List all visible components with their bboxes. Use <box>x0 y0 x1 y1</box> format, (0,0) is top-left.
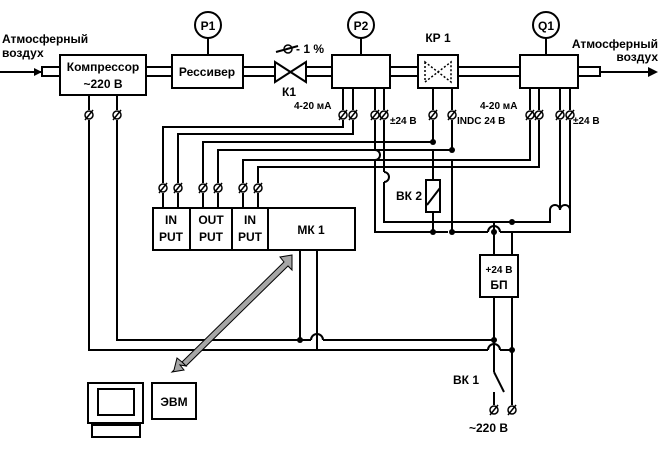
mk1-controller: IN PUT OUT PUT IN PUT МК 1 <box>152 207 356 251</box>
input1-label-1: IN <box>165 213 177 227</box>
terminals <box>84 109 575 416</box>
input2-label-1: IN <box>244 213 256 227</box>
receiver-label: Рессивер <box>179 65 235 79</box>
valve-k1: - 1 % К1 <box>274 42 324 99</box>
input1-label-2: PUT <box>159 230 184 244</box>
evm-label: ЭВМ <box>160 395 187 409</box>
p1-label: P1 <box>201 19 216 33</box>
psu-label: БП <box>490 278 507 292</box>
k1-tolerance: - 1 % <box>296 42 324 56</box>
kp1-label: КР 1 <box>425 31 451 45</box>
vk2-switch: ВК 2 <box>396 179 441 213</box>
compressor-label: Компрессор <box>67 60 139 74</box>
vk1-label: ВК 1 <box>453 373 479 387</box>
mains-label: ~220 В <box>469 421 508 435</box>
air-in-label-1: Атмосферный <box>2 32 88 46</box>
output-label-1: OUT <box>198 213 224 227</box>
psu-voltage: +24 В <box>486 265 513 276</box>
q1-label: Q1 <box>538 19 554 33</box>
k1-label: К1 <box>282 85 296 99</box>
q1-sensor-block: Q1 4-20 мА ±24 В <box>480 11 600 127</box>
q1-signal-label: 4-20 мА <box>480 101 517 112</box>
data-link-arrow <box>170 254 293 373</box>
compressor-voltage: ~220 В <box>83 77 122 91</box>
p2-power-label: ±24 В <box>390 116 417 127</box>
p2-sensor-block: P2 4-20 мА ±24 В <box>294 11 417 127</box>
junction-dots <box>297 139 515 353</box>
p2-label: P2 <box>354 19 369 33</box>
q1-power-label: ±24 В <box>573 116 600 127</box>
air-out-label-1: Атмосферный <box>572 37 658 51</box>
evm-block: ЭВМ <box>151 382 197 420</box>
kp1-power-label: INDC 24 В <box>457 116 505 127</box>
p2-signal-label: 4-20 мА <box>294 101 331 112</box>
output-label-2: PUT <box>199 230 224 244</box>
compressor-block: Компрессор ~220 В <box>59 54 147 96</box>
vk2-label: ВК 2 <box>396 189 422 203</box>
kp1-valve-block: КР 1 INDC 24 В <box>417 31 505 127</box>
air-in-label-2: воздух <box>2 46 44 60</box>
air-out-label-2: воздух <box>616 50 658 64</box>
mk1-label: МК 1 <box>297 223 325 237</box>
mk1-leads <box>162 193 259 208</box>
p1-gauge: P1 <box>194 11 222 55</box>
receiver-block: Рессивер <box>171 54 244 89</box>
computer-icon <box>87 382 144 438</box>
psu-block: +24 В БП <box>479 254 519 298</box>
input2-label-2: PUT <box>238 230 263 244</box>
